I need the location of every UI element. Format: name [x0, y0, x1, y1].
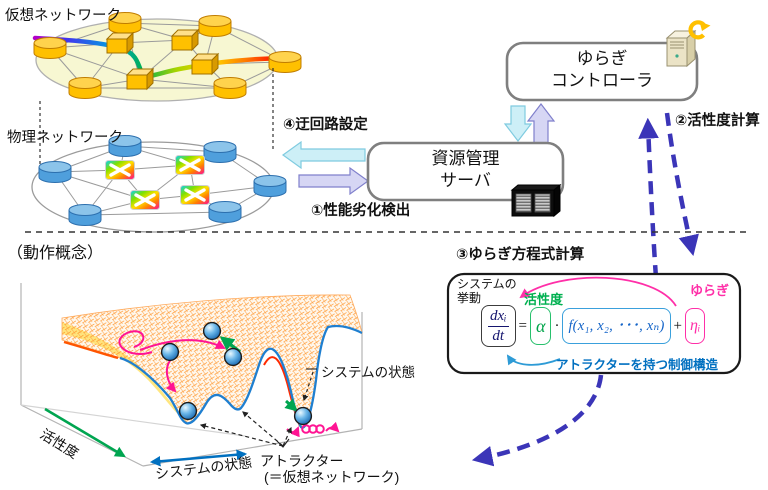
concept-label: （動作概念） — [7, 245, 104, 262]
fluctuation-equation-box: システムの 挙動 活性度 ゆらぎ dxᵢ dt = α · f(x₁, x₂, … — [448, 274, 740, 373]
attractor-pointer-lines — [199, 371, 314, 447]
alpha-term: α — [530, 307, 552, 345]
control-structure-label: アトラクターを持つ制御構造 — [556, 358, 719, 372]
attractor-sub-label: (＝仮想ネットワーク) — [264, 469, 400, 485]
equation-annotation-arrows — [506, 276, 677, 366]
dot-operator: · — [554, 317, 560, 334]
equals-sign: = — [518, 317, 527, 334]
plus-sign: + — [673, 317, 682, 334]
server-rack-icon — [510, 183, 562, 218]
eta-term: ηᵢ — [684, 308, 706, 344]
attractor-label: アトラクター — [260, 453, 344, 469]
physical-network-graphic — [31, 135, 287, 233]
physical-network-label: 物理ネットワーク — [7, 130, 123, 146]
virtual-network-label: 仮想ネットワーク — [5, 8, 121, 24]
activity-axis-arrow — [44, 407, 126, 458]
step4-label: ④迂回路設定 — [283, 117, 368, 133]
fluctuation-term-label: ゆらぎ — [689, 283, 729, 298]
resource-server-box — [366, 141, 565, 202]
equation-row: dxᵢ dt = α · f(x₁, x₂, ･･･, xₙ) + ηᵢ — [481, 305, 706, 347]
fluctuation-controller-label: ゆらぎ コントローラ — [551, 49, 653, 90]
potential-curve — [119, 324, 363, 429]
f-term: f(x₁, x₂, ･･･, xₙ) — [562, 307, 671, 345]
behavior-label: システムの 挙動 — [457, 277, 517, 305]
equation-box-frame — [446, 272, 742, 375]
attractor-landscape — [20, 283, 363, 467]
state-balls — [160, 321, 313, 426]
server-tower-icon — [665, 20, 711, 68]
state-axis-arrow — [149, 449, 248, 467]
step1-label: ①性能劣化検出 — [311, 203, 411, 219]
degradation-arrow — [298, 166, 370, 196]
activity-term-label: 活性度 — [524, 292, 564, 307]
resource-server-label: 資源管理 サーバ — [431, 149, 500, 190]
activity-feedback-arrows — [471, 112, 699, 467]
derivative-term: dxᵢ dt — [481, 305, 516, 347]
fluctuation-controller-box — [505, 41, 699, 102]
step3-label: ③ゆらぎ方程式計算 — [456, 247, 585, 263]
system-state-label: システムの状態 — [321, 365, 416, 380]
step2-label: ②活性度計算 — [675, 113, 760, 129]
controller-down-arrow — [503, 105, 533, 142]
virtual-network-graphic — [32, 12, 302, 102]
layer-connector-lines — [39, 68, 274, 176]
detour-arrow — [281, 140, 366, 170]
